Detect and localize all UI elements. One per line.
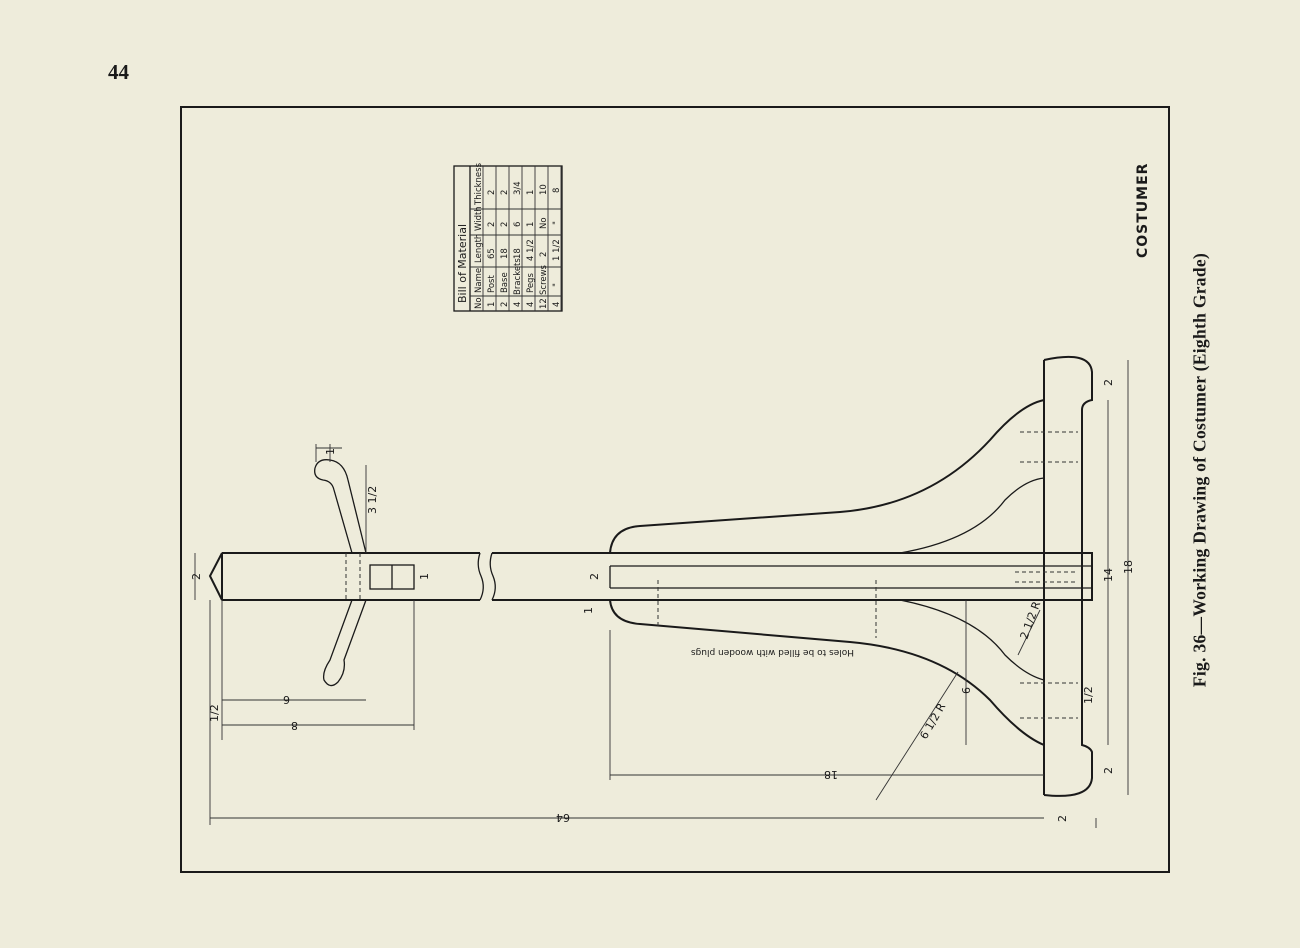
bom-row: 4 Pegs 4 1/2 1 1 (526, 190, 536, 307)
dim-base-inner: 14 (1102, 568, 1115, 582)
svg-text:Brackets: Brackets (513, 258, 523, 295)
dim-peg-offset: 1/2 (208, 704, 221, 722)
dim-base-end-top: 2 (1102, 379, 1115, 386)
dim-peg-thickness: 1 (324, 448, 337, 455)
bom-row: 2 Base 18 2 2 (500, 190, 510, 307)
dim-post-mortise: 1 (418, 573, 431, 580)
svg-text:": " (552, 283, 562, 287)
svg-text:Screws: Screws (539, 264, 549, 295)
dim-base-end-bottom: 2 (1102, 767, 1115, 774)
dim-peg-position-6: 6 (283, 693, 290, 706)
post (208, 552, 1093, 601)
dim-overall-length: 64 (556, 811, 570, 824)
dim-bracket-length: 18 (824, 768, 838, 781)
dimension-lines (194, 360, 1129, 828)
svg-text:Thickness: Thickness (474, 162, 484, 206)
svg-text:10: 10 (539, 184, 549, 195)
svg-text:4 1/2: 4 1/2 (526, 239, 536, 261)
svg-text:1: 1 (487, 302, 497, 307)
svg-text:Pegs: Pegs (526, 273, 536, 293)
svg-text:2: 2 (539, 252, 549, 257)
svg-text:": " (552, 221, 562, 225)
svg-text:2: 2 (500, 302, 510, 307)
hole-note: Holes to be filled with wooden plugs (691, 647, 854, 657)
svg-text:Width: Width (474, 206, 484, 231)
dim-base-step: 1/2 (1082, 686, 1095, 704)
bracket (609, 398, 1045, 747)
svg-text:1: 1 (526, 190, 536, 195)
bom-headers: No Name Length Width Thickness (474, 162, 484, 309)
svg-text:18: 18 (500, 248, 510, 259)
svg-text:2: 2 (500, 190, 510, 195)
dim-radius-inner: 2 1/2 R (1018, 599, 1044, 641)
bom-row: 4 " 1 1/2 " 8 (552, 188, 562, 307)
svg-text:No: No (474, 297, 484, 309)
bill-of-material: Bill of Material No Name Length Width Th… (453, 162, 563, 312)
dimension-labels: 64 18 6 1/2 R 2 1/2 R 6 14 18 2 2 2 1/2 … (190, 379, 1135, 824)
svg-text:3/4: 3/4 (513, 181, 523, 195)
dim-tenon-depth: 2 (588, 573, 601, 580)
svg-text:18: 18 (513, 248, 523, 259)
figure-caption: Fig. 36—Working Drawing of Costumer (Eig… (1189, 252, 1210, 688)
screws (657, 431, 1078, 719)
dim-base-length: 18 (1122, 560, 1135, 574)
drawing-title: COSTUMER (1135, 163, 1151, 258)
svg-text:4: 4 (552, 302, 562, 307)
base (1043, 356, 1093, 797)
svg-text:1: 1 (526, 222, 536, 227)
svg-text:2: 2 (500, 222, 510, 227)
dim-tenon-end: 1 (582, 607, 595, 614)
bom-title: Bill of Material (456, 224, 469, 303)
svg-text:8: 8 (552, 188, 562, 193)
svg-text:4: 4 (513, 302, 523, 307)
svg-text:Name: Name (474, 268, 484, 293)
dim-peg-position-8: 8 (291, 719, 298, 732)
dim-base-thickness: 2 (1056, 815, 1069, 822)
bom-row: 4 Brackets 18 6 3/4 (513, 181, 523, 307)
svg-text:2: 2 (487, 190, 497, 195)
svg-text:Base: Base (500, 272, 510, 293)
svg-text:Length: Length (474, 234, 484, 263)
peg (314, 444, 367, 687)
svg-text:6: 6 (513, 222, 523, 227)
dim-radius-outer: 6 1/2 R (917, 701, 948, 742)
svg-text:12: 12 (539, 298, 549, 309)
svg-text:Post: Post (487, 275, 497, 293)
dim-peg-hook-reach: 3 1/2 (366, 486, 379, 514)
svg-text:1 1/2: 1 1/2 (552, 239, 562, 261)
svg-text:4: 4 (526, 302, 536, 307)
svg-text:No: No (539, 217, 549, 229)
page-number: 44 (108, 60, 129, 84)
bom-row: 1 Post 65 2 2 (487, 190, 497, 307)
svg-text:2: 2 (487, 222, 497, 227)
bom-row: 12 Screws 2 No 10 (539, 184, 549, 309)
svg-text:65: 65 (487, 248, 497, 259)
dim-post-width: 2 (190, 573, 203, 580)
drawing-frame (180, 106, 1170, 873)
dim-bracket-height: 6 (960, 687, 973, 694)
